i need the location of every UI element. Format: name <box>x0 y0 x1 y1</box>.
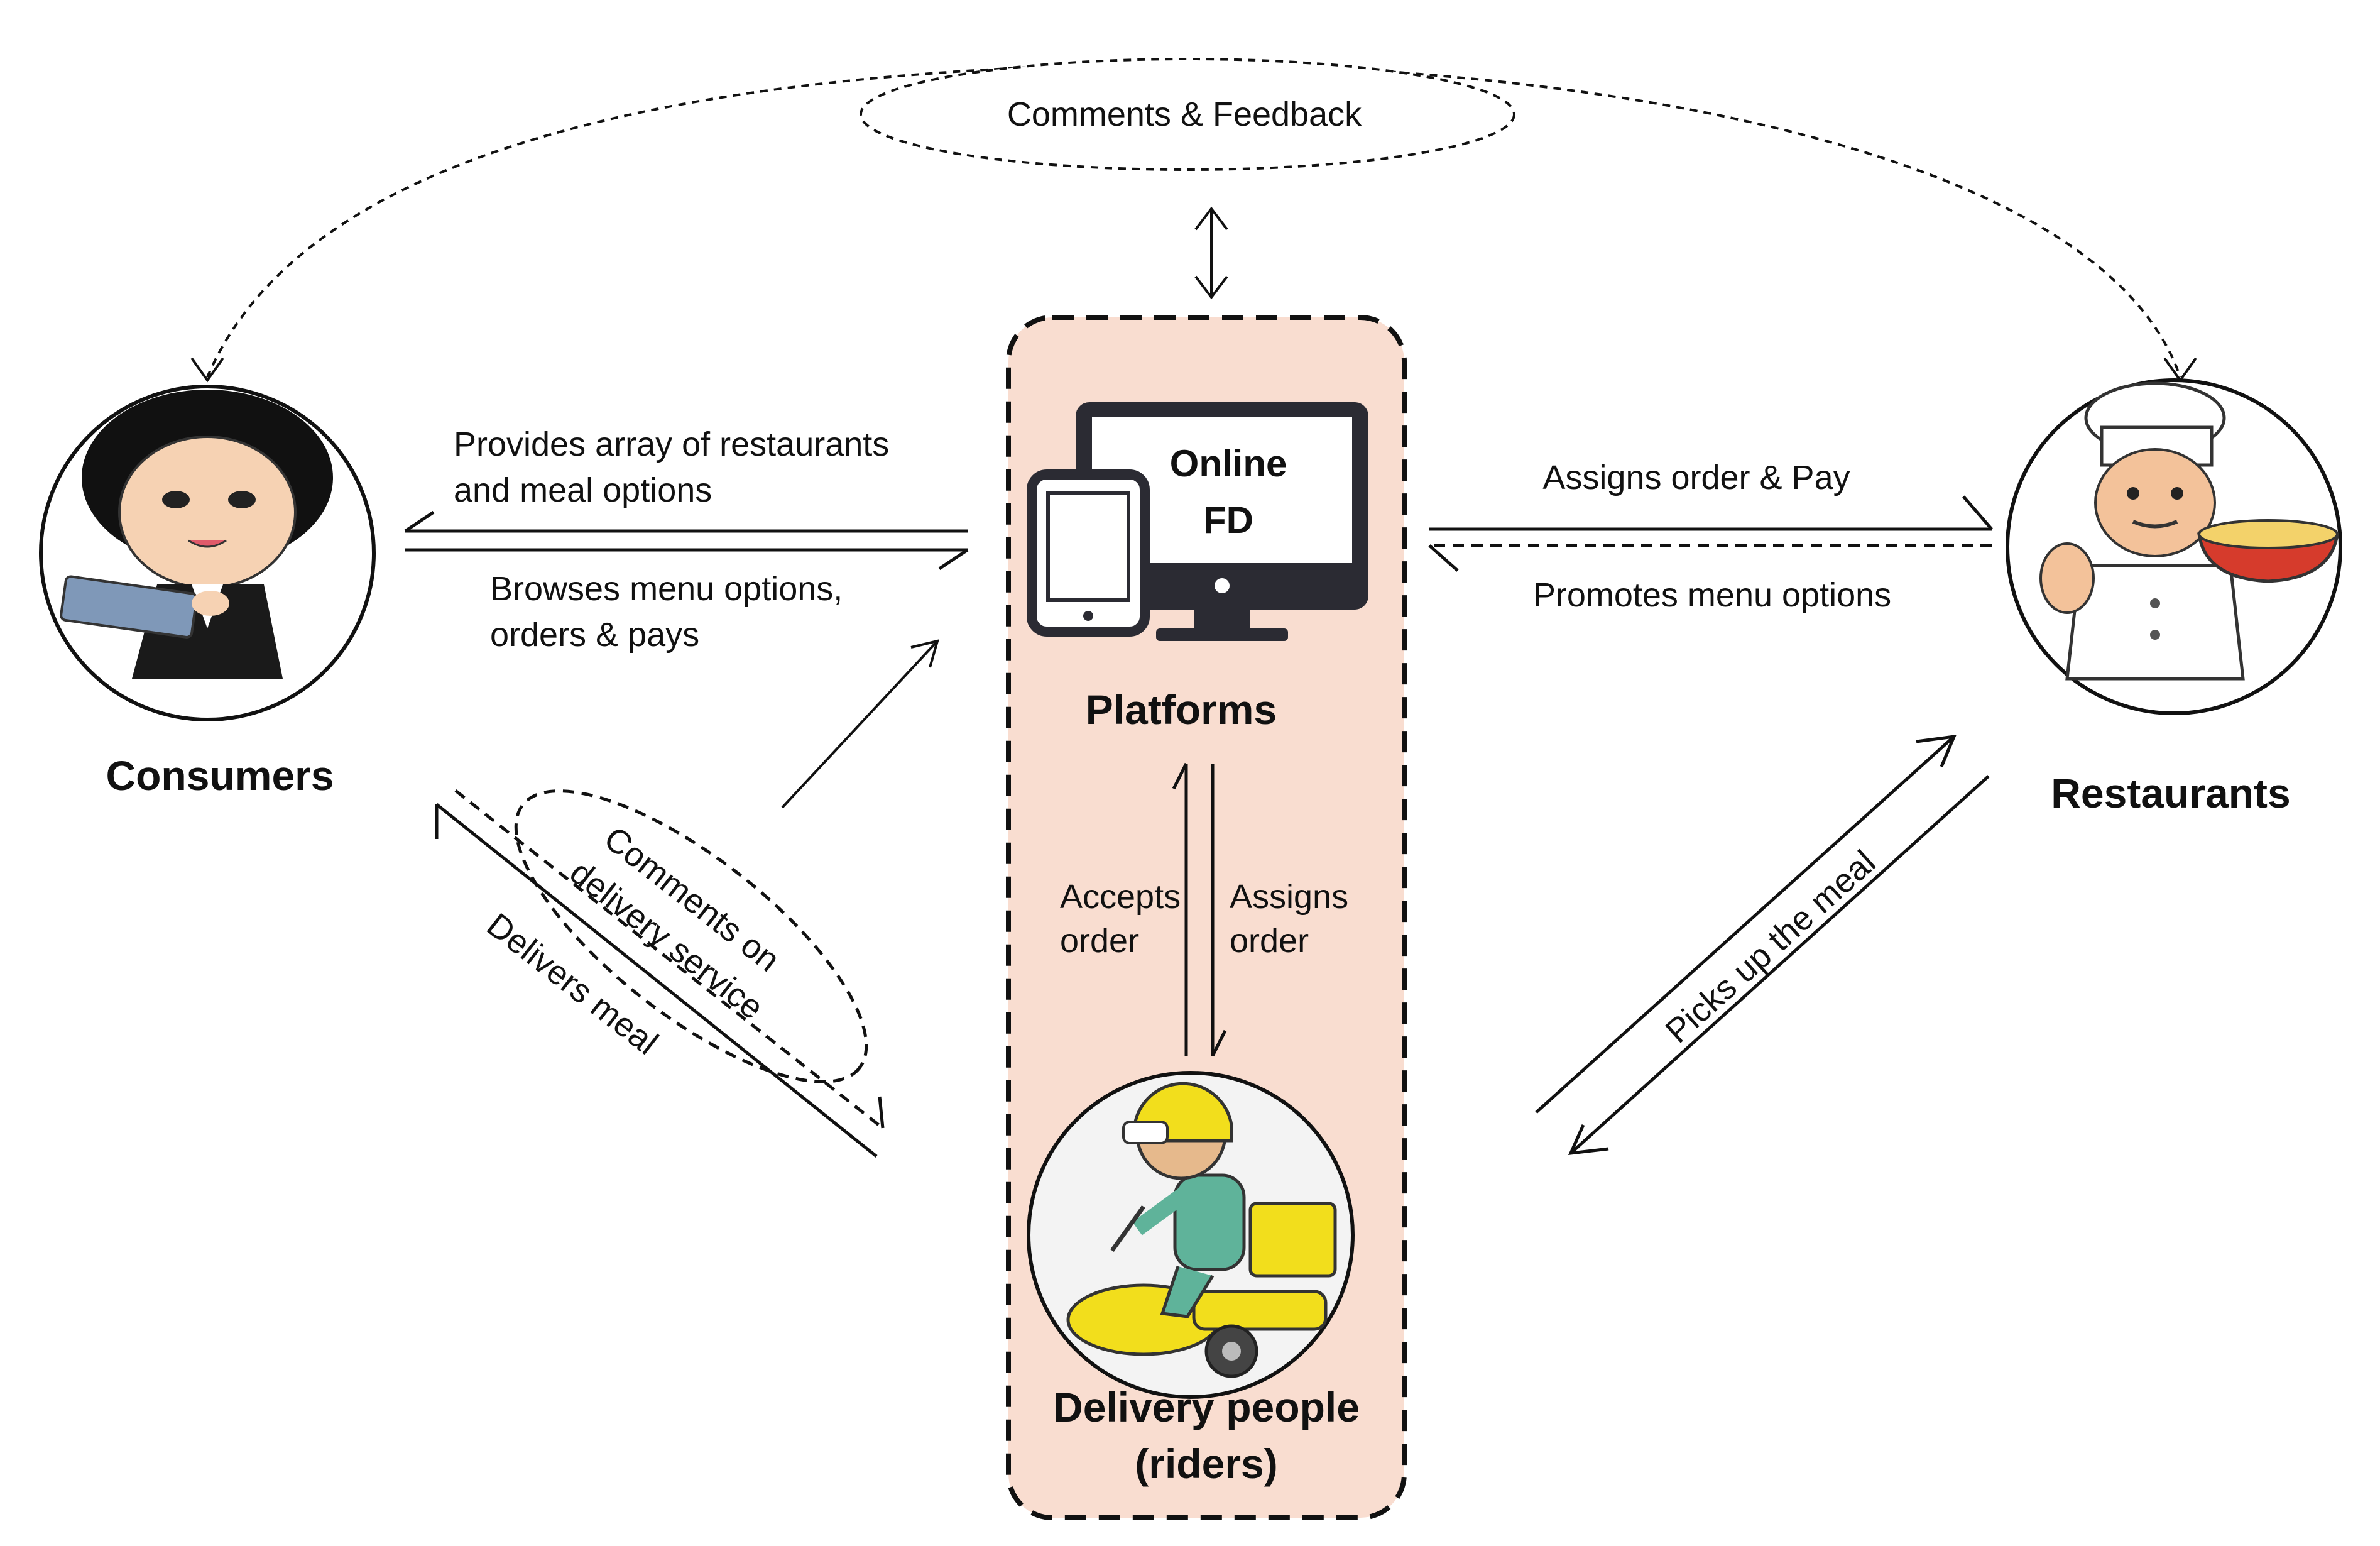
riders-label-line2: (riders) <box>1135 1440 1277 1487</box>
delivers-meal-arrow <box>435 803 878 1158</box>
assigns-arrowhead <box>1211 1029 1227 1057</box>
picks-up-label: Picks up the meal <box>1659 843 1883 1051</box>
platforms-label: Platforms <box>1086 686 1277 733</box>
delivery-feedback-arrow <box>454 789 884 1129</box>
restaurants-label: Restaurants <box>2051 770 2290 816</box>
feedback-label: Comments & Feedback <box>1007 96 1362 133</box>
tablet-icon <box>1027 469 1150 637</box>
rider-avatar <box>1027 1071 1355 1399</box>
browses-line1: Browses menu options, <box>490 570 843 608</box>
feedback-loop: Comments & Feedback <box>190 58 2197 383</box>
assigns-order-line1: Assigns <box>1230 878 1348 916</box>
delivery-comments-arrow <box>781 640 939 809</box>
pickup-arrow-up <box>1535 735 1955 1114</box>
rider-consumer-flows: Comments on delivery service Delivers me… <box>435 639 939 1158</box>
screen-text-line1: Online <box>1170 442 1287 485</box>
promotes-label: Promotes menu options <box>1533 576 1891 614</box>
assigns-order-line2: order <box>1230 922 1309 960</box>
provides-arrowhead <box>404 510 435 533</box>
connector-arrowhead-down <box>1194 275 1228 300</box>
feedback-arc-right <box>1181 62 2181 378</box>
assigns-pay-arrowhead <box>1962 495 1993 530</box>
riders-label-line1: Delivery people <box>1053 1384 1360 1430</box>
pickup-arrowhead-down <box>1568 1124 1609 1155</box>
feedback-arrowhead-left <box>190 357 224 383</box>
pickup-arrowhead-up <box>1916 734 1957 767</box>
delivery-comments-arrowhead <box>910 639 939 668</box>
restaurant-avatar <box>2006 378 2342 715</box>
feedback-arc-left <box>206 62 1182 378</box>
accepts-arrowhead <box>1172 762 1188 790</box>
provides-line1: Provides array of restaurants <box>454 425 889 463</box>
pickup-arrow-down <box>1569 775 1990 1154</box>
accepts-order-line2: order <box>1060 922 1139 960</box>
consumers-label: Consumers <box>106 752 334 799</box>
feedback-ellipse <box>860 58 1515 171</box>
browses-arrowhead <box>938 548 969 571</box>
promotes-arrowhead <box>1428 544 1459 572</box>
platform-panel: Online FD Platforms Accepts order Assign… <box>1006 315 1407 1520</box>
rider-restaurant-flows: Picks up the meal <box>1535 734 1990 1155</box>
browses-line2: orders & pays <box>490 616 699 654</box>
consumer-avatar <box>39 385 376 721</box>
accepts-order-line1: Accepts <box>1060 878 1181 916</box>
delivery-comments-ellipse <box>514 789 868 1083</box>
platform-restaurant-flows: Assigns order & Pay Promotes menu option… <box>1428 459 1993 614</box>
provides-line2: and meal options <box>454 471 712 509</box>
consumer-platform-flows: Provides array of restaurants and meal o… <box>404 425 969 654</box>
connector-arrowhead-up <box>1194 206 1228 231</box>
screen-text-line2: FD <box>1203 499 1253 541</box>
assigns-pay-label: Assigns order & Pay <box>1542 459 1850 496</box>
delivery-feedback-arrowhead <box>878 1096 885 1129</box>
